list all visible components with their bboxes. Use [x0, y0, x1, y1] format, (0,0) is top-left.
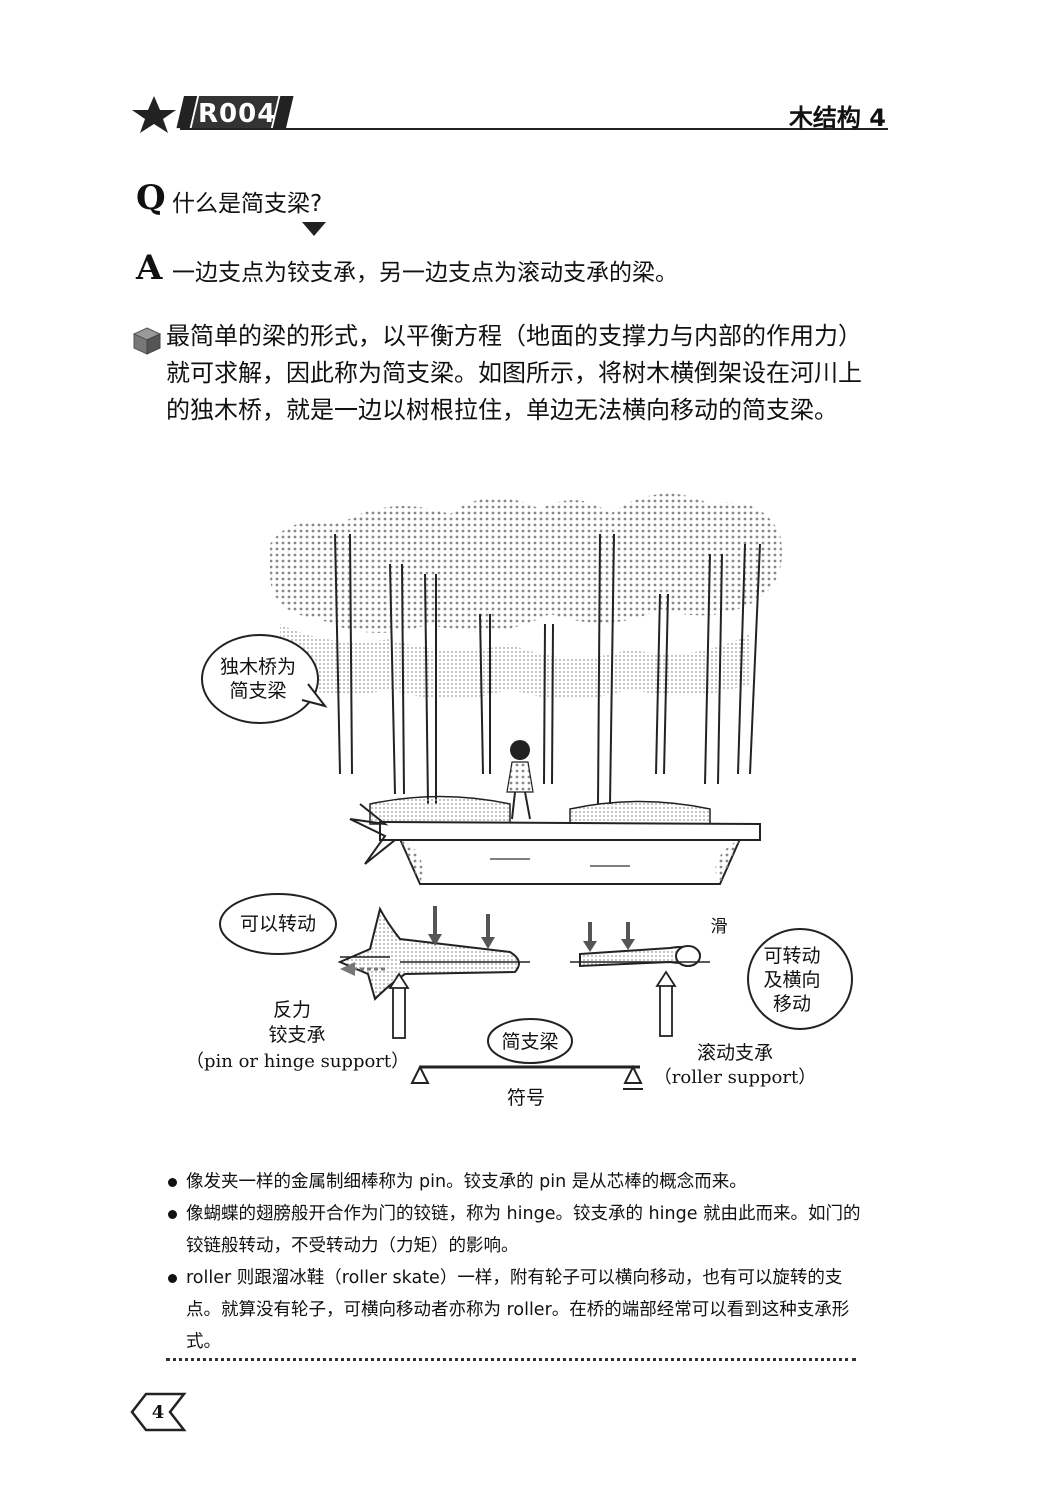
roller-bubble: 可转动 及横向 移动: [752, 944, 832, 1016]
note-text: 像发夹一样的金属制细棒称为 pin。铰支承的 pin 是从芯棒的概念而来。: [186, 1172, 747, 1192]
note-item: 像蝴蝶的翅膀般开合作为门的铰链，称为 hinge。铰支承的 hinge 就由此而…: [166, 1198, 866, 1262]
notes-list: 像发夹一样的金属制细棒称为 pin。铰支承的 pin 是从芯棒的概念而来。 像蝴…: [166, 1166, 866, 1358]
bridge-bubble-line2: 简支梁: [229, 680, 287, 702]
reaction-label: 反力: [272, 999, 311, 1021]
down-arrow-icon: [302, 222, 326, 236]
answer-letter: A: [136, 248, 163, 288]
roller-bubble-line1: 可转动: [763, 945, 821, 967]
bullet-icon: [168, 1210, 177, 1219]
star-icon: [132, 96, 176, 133]
bullet-icon: [168, 1274, 177, 1283]
header-rule: [180, 128, 888, 130]
roller-support-label: 滚动支承: [696, 1042, 773, 1064]
section-title: 木结构 4: [788, 104, 886, 132]
question-text: 什么是简支梁?: [172, 191, 323, 217]
slide-mark: 滑: [710, 917, 728, 937]
note-item: roller 则跟溜冰鞋（roller skate）一样，附有轮子可以横向移动，…: [166, 1262, 866, 1358]
pin-support-en-label: （pin or hinge support）: [186, 1051, 410, 1072]
simple-beam-bubble: 简支梁: [501, 1031, 559, 1053]
symbol-label: 符号: [506, 1087, 545, 1109]
dotted-divider: [166, 1358, 856, 1361]
roller-bubble-line3: 移动: [772, 993, 811, 1015]
note-text: roller 则跟溜冰鞋（roller skate）一样，附有轮子可以横向移动，…: [186, 1268, 850, 1352]
page-diamond-icon: [130, 1392, 187, 1432]
roller-support-en-label: （roller support）: [653, 1067, 817, 1088]
pin-support-label: 铰支承: [268, 1024, 326, 1046]
forest-bridge-illustration: [201, 493, 853, 1090]
page-number: 4: [151, 1402, 165, 1423]
bridge-bubble: 独木桥为 简支梁: [208, 655, 308, 703]
note-item: 像发夹一样的金属制细棒称为 pin。铰支承的 pin 是从芯棒的概念而来。: [166, 1166, 866, 1198]
section-code: R004: [198, 99, 277, 129]
roller-bubble-line2: 及横向: [763, 969, 821, 991]
question-letter: Q: [136, 178, 166, 218]
note-text: 像蝴蝶的翅膀般开合作为门的铰链，称为 hinge。铰支承的 hinge 就由此而…: [186, 1204, 861, 1256]
answer-text: 一边支点为铰支承，另一边支点为滚动支承的梁。: [172, 260, 678, 286]
cube-icon: [132, 327, 162, 355]
bridge-bubble-line1: 独木桥为: [219, 656, 296, 678]
body-paragraph: 最简单的梁的形式，以平衡方程（地面的支撑力与内部的作用力）就可求解，因此称为简支…: [166, 322, 862, 424]
rotate-bubble: 可以转动: [239, 913, 316, 935]
bullet-icon: [168, 1178, 177, 1187]
code-tag-box: [176, 96, 294, 129]
